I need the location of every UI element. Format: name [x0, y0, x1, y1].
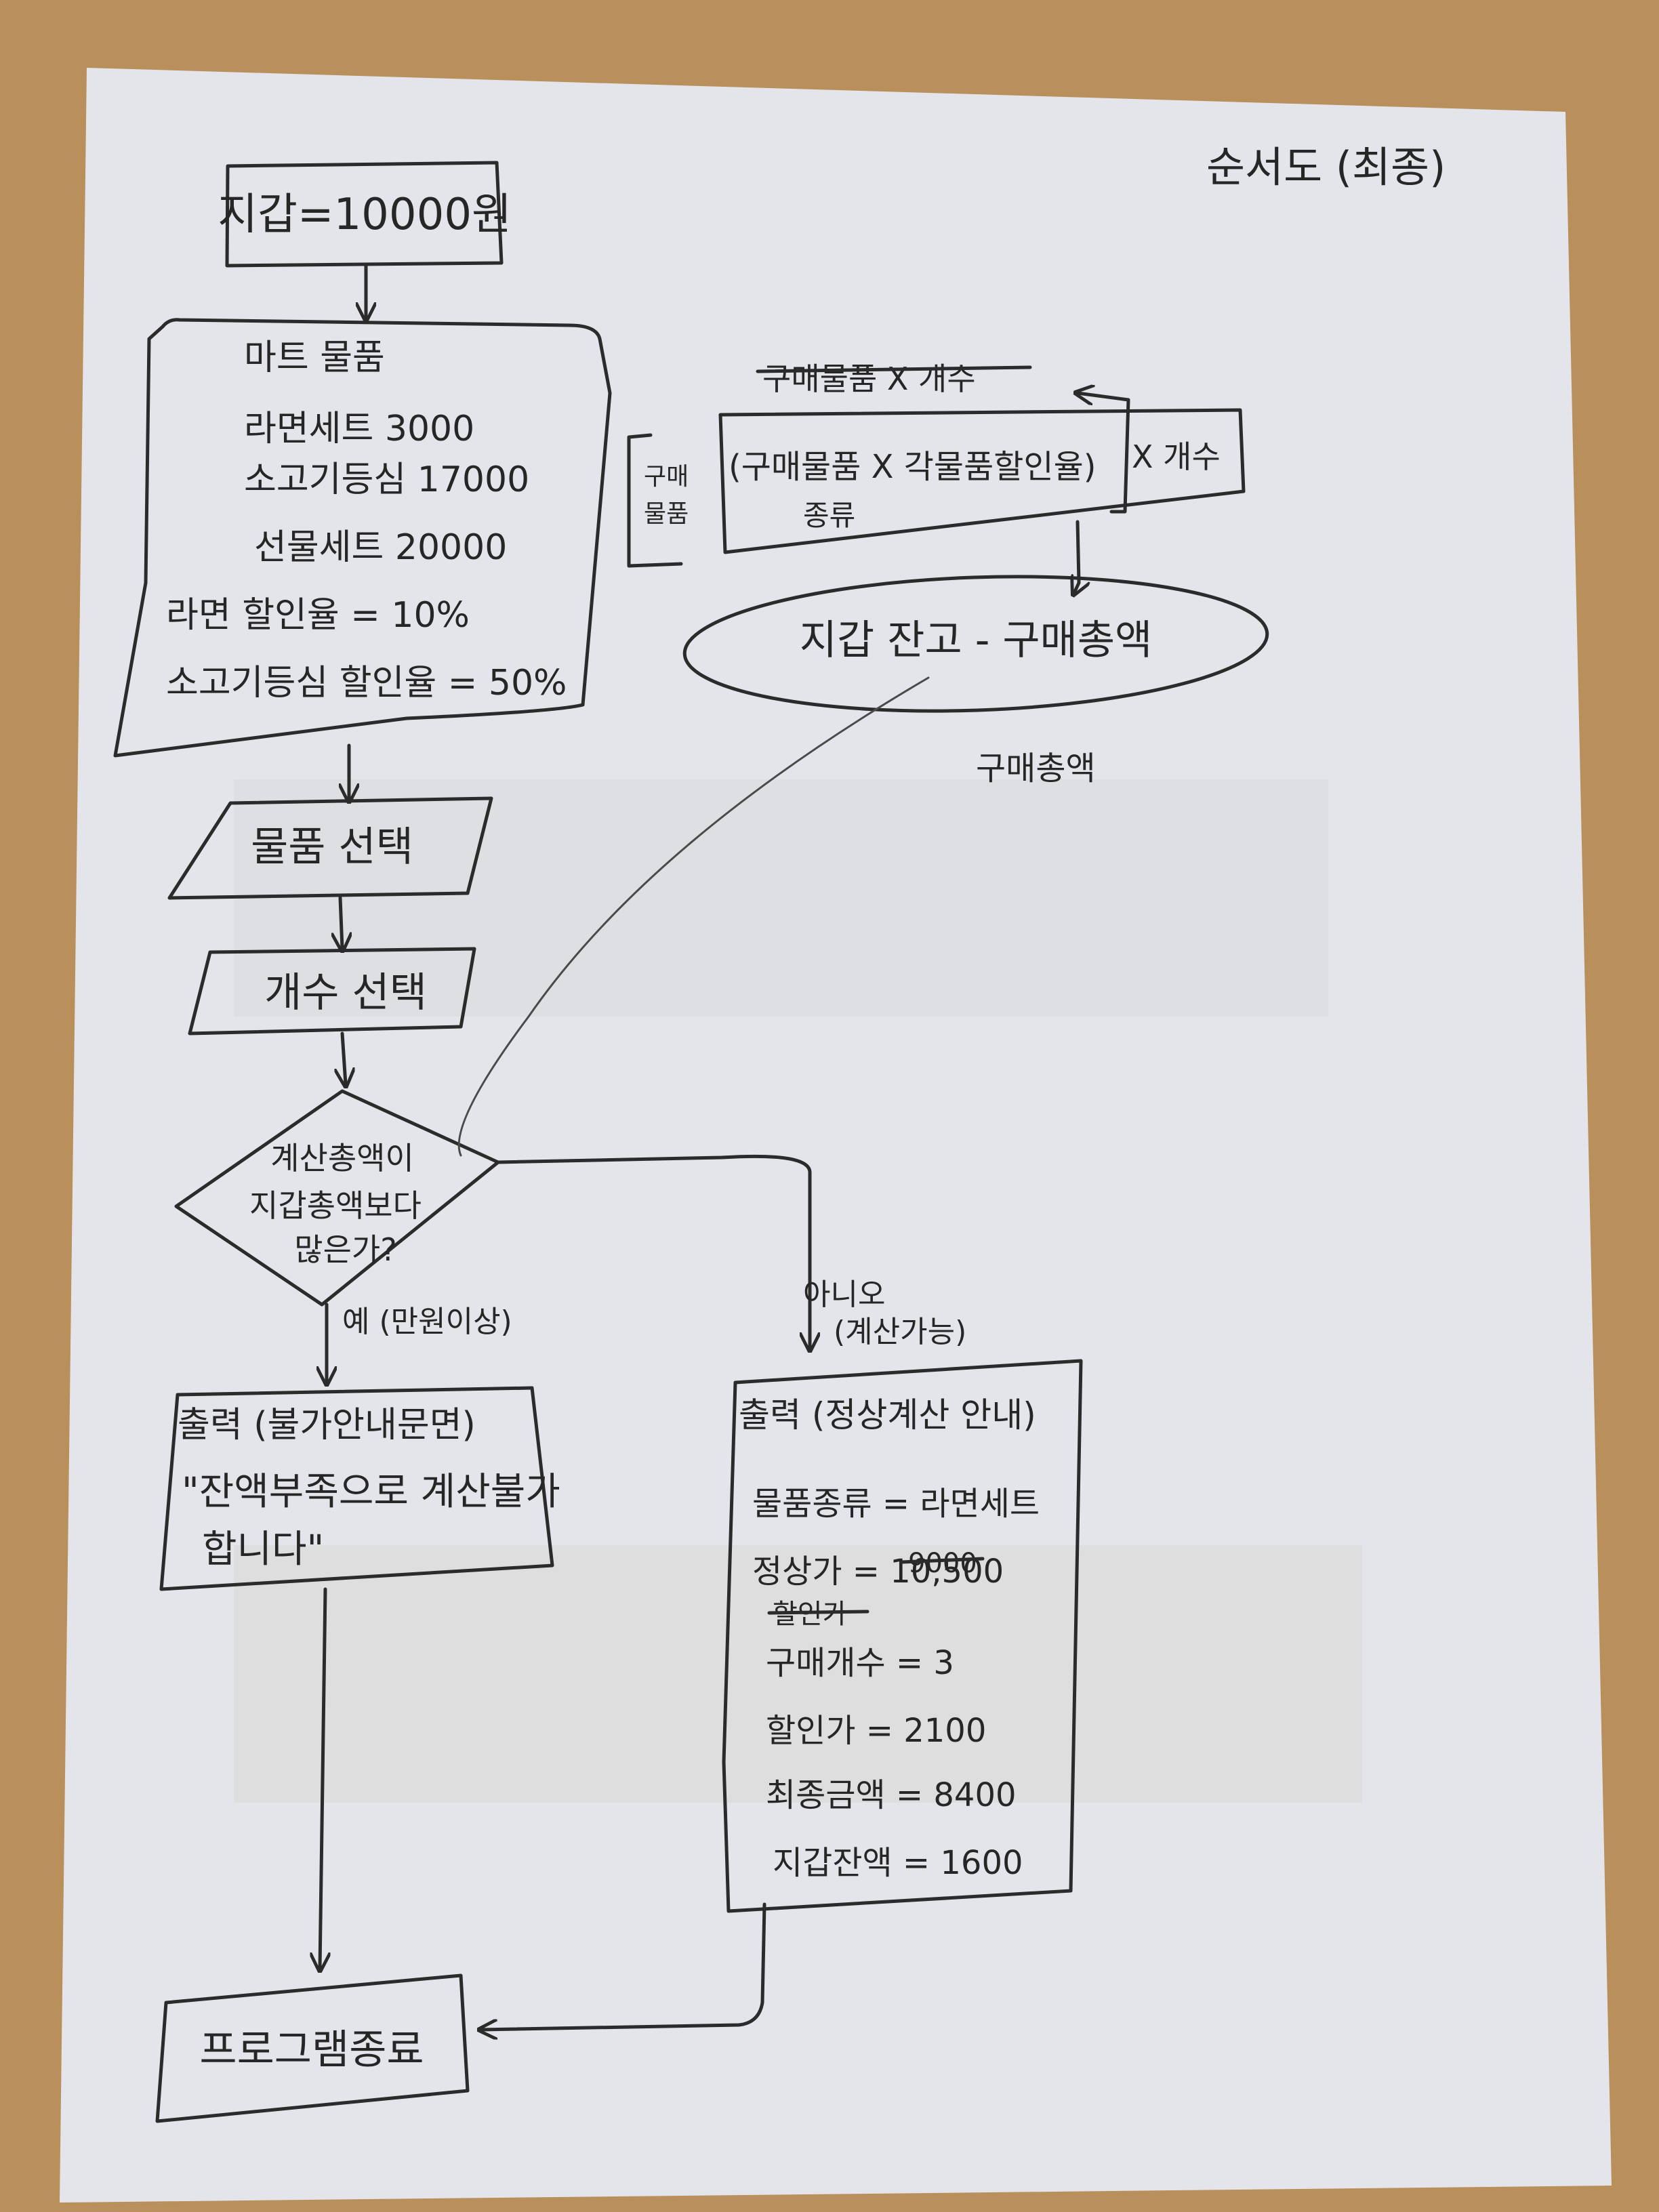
output-ok-row-item: 물품종류 = 라면세트	[752, 1485, 1040, 1523]
calc-bracket-label-1: 구매	[644, 463, 689, 491]
calc-struck-line: 구매물품 X 개수	[762, 361, 976, 397]
calc-loop-arrow	[1078, 393, 1130, 514]
decision-line-1: 계산총액이	[270, 1140, 414, 1176]
output-fail-line-2: 합니다"	[202, 1528, 324, 1572]
arrow-count-decision	[342, 1031, 346, 1084]
calc-strike-mark	[756, 365, 1032, 373]
page-title: 순서도 (최종)	[1206, 142, 1446, 192]
products-box: 마트 물품 라면세트 3000 소고기등심 17000 선물세트 20000 라…	[113, 318, 612, 758]
no-label-line-1: 아니오	[803, 1277, 885, 1312]
end-node: 프로그램종료	[155, 1973, 470, 2123]
output-fail-node: 출력 (불가안내문면) "잔액부족으로 계산불가 합니다"	[159, 1386, 560, 1591]
output-ok-node: 출력 (정상계산 안내) 물품종류 = 라면세트 정상가 = 10,500 90…	[722, 1359, 1083, 1913]
no-label-line-2: (계산가능)	[834, 1315, 966, 1349]
product-line-gift: 선물세트 20000	[254, 527, 507, 568]
product-line-beef: 소고기등심 17000	[244, 459, 529, 500]
output-ok-row-discount: 할인가 = 2100	[766, 1712, 986, 1750]
calc-down-arrow	[1074, 520, 1079, 593]
select-item-label: 물품 선택	[251, 823, 413, 871]
products-heading: 마트 물품	[244, 337, 385, 378]
calc-connector-line	[457, 676, 930, 1157]
end-label: 프로그램종료	[199, 2026, 424, 2074]
calc-formula-sub: 종류	[803, 499, 855, 532]
product-line-ramen-discount: 라면 할인율 = 10%	[166, 595, 470, 636]
calc-formula-box	[718, 408, 1246, 554]
select-item-node: 물품 선택	[167, 796, 493, 900]
arrow-no-branch	[496, 1154, 810, 1349]
calc-cluster: 구매물품 X 개수 구매 물품 (구매물품 X 각물품할인율) X 개수 종류 …	[457, 361, 1269, 1157]
output-ok-row-wallet: 지갑잔액 = 1600	[773, 1844, 1023, 1882]
strike-mark-price	[899, 1557, 985, 1564]
start-node: 지갑=10000원	[218, 161, 512, 268]
calc-bracket	[627, 433, 683, 568]
decision-node: 계산총액이 지갑총액보다 많은가?	[174, 1089, 500, 1307]
arrow-fail-end	[320, 1587, 325, 1969]
calc-note: 구매총액	[976, 750, 1096, 787]
calc-oval	[682, 575, 1269, 713]
select-count-node: 개수 선택	[188, 947, 476, 1036]
decision-line-3: 많은가?	[294, 1231, 396, 1268]
decision-line-2: 지갑총액보다	[249, 1187, 422, 1224]
calc-oval-label: 지갑 잔고 - 구매총액	[800, 617, 1152, 664]
start-label: 지갑=10000원	[218, 190, 512, 240]
output-fail-line-1: "잔액부족으로 계산불가	[182, 1470, 560, 1514]
output-ok-row-count: 구매개수 = 3	[766, 1644, 954, 1682]
output-ok-title: 출력 (정상계산 안내)	[739, 1395, 1036, 1435]
product-line-beef-discount: 소고기등심 할인율 = 50%	[166, 663, 567, 703]
calc-formula: (구매물품 X 각물품할인율)	[729, 448, 1096, 486]
output-ok-row-final: 최종금액 = 8400	[766, 1776, 1017, 1814]
product-line-ramen: 라면세트 3000	[244, 409, 474, 449]
select-count-label: 개수 선택	[264, 969, 427, 1017]
calc-formula-tail: X 개수	[1132, 438, 1221, 475]
output-fail-title: 출력 (불가안내문면)	[178, 1405, 476, 1446]
output-ok-struck-price: 9000	[908, 1548, 977, 1579]
strike-mark-row	[767, 1610, 869, 1615]
arrow-select-count	[340, 896, 342, 949]
yes-label: 예 (만원이상)	[342, 1305, 512, 1339]
calc-bracket-label-2: 물품	[644, 500, 689, 528]
arrow-ok-end	[481, 1902, 766, 2030]
